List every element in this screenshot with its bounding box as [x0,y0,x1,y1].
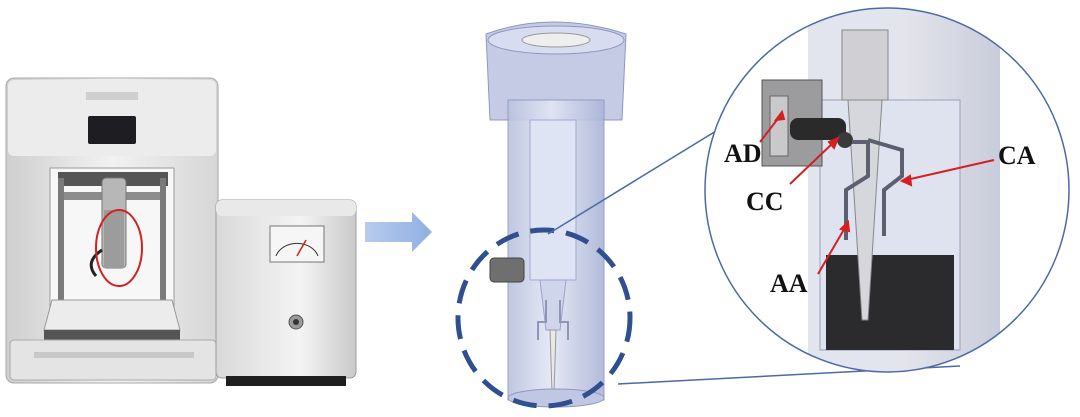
printer-screen [88,116,136,144]
coaxial-nozzle-device [485,21,627,408]
gauge-meter [269,225,325,263]
dashed-focus-circle [455,227,633,409]
label-cc: CC [746,187,784,216]
controller-box [215,199,357,386]
label-ad: AD [724,139,762,168]
printer-machine [5,77,219,384]
label-aa: AA [770,269,808,298]
label-ca: CA [998,141,1036,170]
printhead-highlight [95,209,143,287]
pointer-arrows [759,109,995,275]
zoom-line-top [547,119,735,235]
right-arrow-icon [365,212,432,252]
zoom-detail [704,7,1070,373]
